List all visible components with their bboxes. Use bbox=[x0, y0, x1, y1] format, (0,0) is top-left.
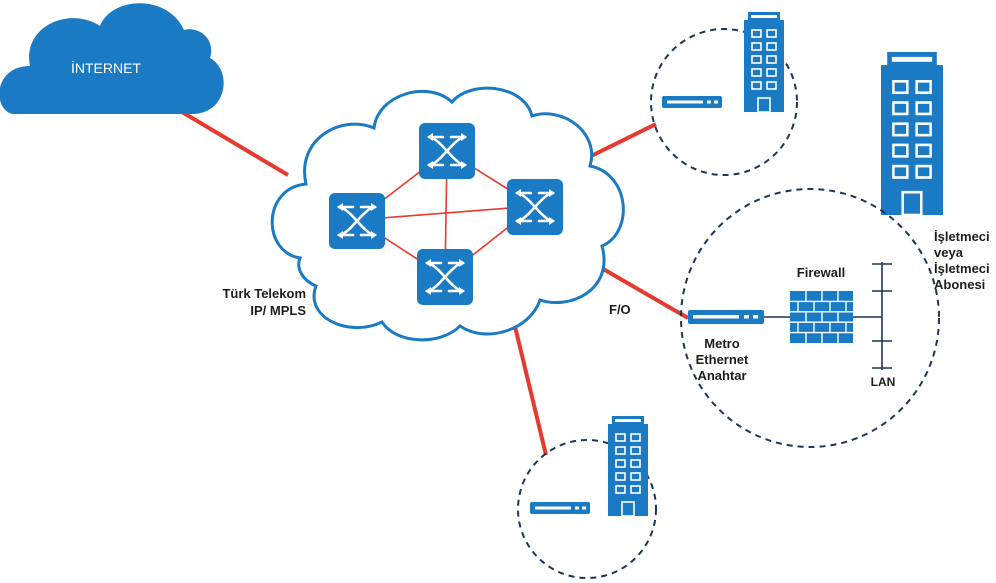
site-bottom-link bbox=[510, 313, 548, 456]
router-top-icon bbox=[417, 121, 477, 181]
site-bottom bbox=[517, 415, 657, 579]
building-label-line2: veya bbox=[934, 245, 964, 260]
router-right-icon bbox=[505, 177, 565, 237]
building-label-line4: Abonesi bbox=[934, 277, 985, 292]
building-large-icon bbox=[879, 50, 945, 217]
modem-bottom-icon bbox=[530, 502, 590, 514]
core-cloud bbox=[270, 86, 625, 342]
building-bottom-icon bbox=[607, 415, 649, 517]
switch-label-line2: Ethernet bbox=[696, 352, 749, 367]
internet-cloud: İNTERNET bbox=[0, 3, 224, 114]
switch-label-line1: Metro bbox=[704, 336, 739, 351]
internet-link bbox=[180, 110, 290, 177]
site-middle: Firewall LAN Metro Ethernet Anahtar bbox=[680, 188, 940, 448]
modem-top-icon bbox=[662, 96, 722, 108]
core-label-line1: Türk Telekom bbox=[222, 286, 306, 301]
firewall-icon bbox=[790, 291, 853, 343]
switch-label-line3: Anahtar bbox=[697, 368, 746, 383]
router-left-icon bbox=[327, 191, 387, 251]
site-top-link bbox=[582, 122, 657, 162]
building-label-line1: İşletmeci bbox=[934, 229, 990, 244]
metro-ethernet-switch-icon bbox=[688, 310, 764, 324]
wan-links bbox=[180, 110, 690, 456]
lan-label: LAN bbox=[871, 375, 896, 389]
lan-bus bbox=[853, 262, 892, 370]
router-bottom-icon bbox=[415, 247, 475, 307]
firewall-label: Firewall bbox=[797, 265, 845, 280]
internet-label: İNTERNET bbox=[71, 59, 141, 76]
core-label-line2: IP/ MPLS bbox=[250, 303, 306, 318]
site-standalone bbox=[879, 50, 945, 217]
fo-label: F/O bbox=[609, 302, 631, 317]
site-middle-link bbox=[596, 264, 690, 320]
site-top bbox=[650, 11, 798, 176]
building-label-line3: İşletmeci bbox=[934, 261, 990, 276]
building-top-icon bbox=[743, 11, 785, 113]
